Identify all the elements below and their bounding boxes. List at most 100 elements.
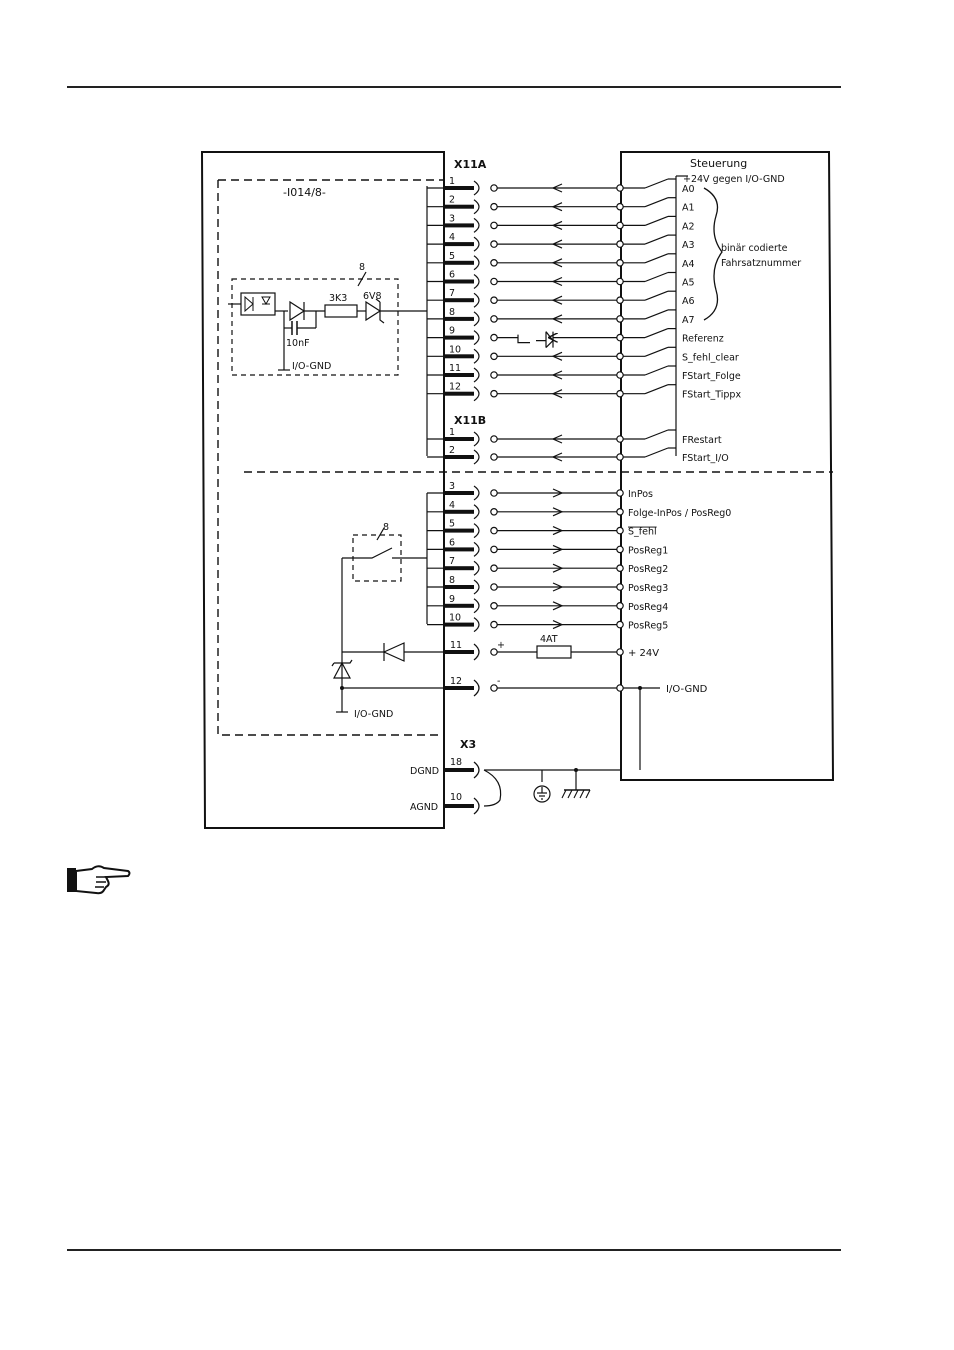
output-signal-label: PosReg3 [628,583,668,594]
pin-contact [444,298,474,303]
pin-contact [444,622,474,627]
protection-diode-icon [382,642,405,662]
supply-pin-12: 12 - I/O-GND [444,676,708,697]
input-signal-label: A1 [682,203,695,214]
resistor-label: 3K3 [329,293,347,304]
pin-contact [444,603,474,608]
chassis-ground-icon [561,768,591,799]
pin-number: 9 [449,594,455,605]
header-rule [67,86,841,88]
pin-contact [444,566,474,571]
minus-sign: - [497,676,500,687]
pin-number: 7 [449,288,455,299]
fuse-icon [536,645,572,659]
pin-contact [444,204,474,209]
pin-number: 8 [449,575,455,586]
input-signal-label: Referenz [682,334,724,345]
pin-number: 10 [449,344,461,355]
input-pin-row: 10S_fehl_clear [427,344,739,364]
resistor-icon [324,304,358,318]
pin-number: 9 [449,326,455,337]
input-signal-label: FStart_I/O [682,453,729,464]
pin-contact [444,242,474,247]
switch-icon [644,365,669,376]
pin-contact [444,437,474,441]
x3-agnd-label: AGND [410,802,438,813]
input-pin-row: 8A7 [427,307,695,327]
switch-icon [644,429,669,440]
pin-number: 5 [449,251,455,262]
output-signal-label: PosReg4 [628,602,668,613]
input-signal-label: A7 [682,315,695,326]
footer-rule [67,1249,841,1251]
output-pin-row: 5S_fehl [427,519,657,539]
pin-number: 8 [449,307,455,318]
pin-number: 3 [449,481,455,492]
x3-pin-18: DGND 18 [410,757,621,807]
input-pin-row: 6A5 [427,270,695,289]
io-gnd-label: I/O-GND [666,684,708,695]
pin-number: 6 [449,270,455,281]
pin-number: 7 [449,556,455,567]
input-pin-row: 2A1 [427,195,695,215]
pin-number: 1 [449,427,455,438]
connector-x11a-label: X11A [454,158,487,171]
pin-number: 2 [449,195,455,206]
connector-x3-label: X3 [460,738,476,751]
output-channels-label: 8 [383,522,389,533]
x3-pin-10-number: 10 [450,792,462,803]
pin-number: 12 [449,382,461,393]
suppressor-diode-icon [331,659,353,679]
x3-pin-10: AGND 10 [410,792,480,815]
switch-icon [644,271,669,283]
pin-number: 10 [449,613,461,624]
output-signal-label: S_fehl [628,527,657,538]
pin-number: 3 [449,213,455,224]
switch-icon [644,328,669,339]
input-signal-label: A5 [682,278,695,289]
input-pin-row: 5A4 [427,251,695,271]
pin-contact [444,316,474,321]
pin-contact [444,186,474,190]
input-pin-row: 1A0 [427,176,695,196]
switch-icon [644,384,669,395]
earth-ground-icon [533,785,551,803]
supply-pin-11-number: 11 [450,640,462,651]
proximity-sensor-icon [536,331,554,349]
output-switch-icon [362,547,401,559]
supply-label: +24V gegen I/O-GND [683,174,785,185]
pointing-hand-icon [67,865,131,895]
pin-number: 5 [449,519,455,530]
input-signal-label: A2 [682,221,695,232]
zener-icon [365,298,385,324]
input-channels-label: 8 [359,262,365,273]
pin-contact [444,455,474,459]
output-signal-label: PosReg5 [628,621,668,632]
binary-code-line-2: Fahrsatznummer [721,258,801,269]
pin-contact [444,509,474,514]
fuse-label: 4AT [540,634,558,645]
zener-label: 6V8 [363,291,382,302]
output-signal-label: PosReg1 [628,545,668,556]
x3-dgnd-label: DGND [410,766,439,777]
supply-pin-11: 11 + 4AT + 24V [444,634,659,661]
switch-icon [644,215,669,226]
supply-24v-label: + 24V [628,648,659,659]
output-signal-label: PosReg2 [628,564,668,575]
device-body [200,151,445,829]
plus-sign: + [497,640,505,651]
input-circuit-box [231,278,399,376]
input-signal-label: FStart_Tippx [682,390,741,401]
input-signal-label: FRestart [682,435,722,446]
switch-icon [644,346,669,357]
switch-icon [644,253,669,264]
pin-contact [444,528,474,533]
